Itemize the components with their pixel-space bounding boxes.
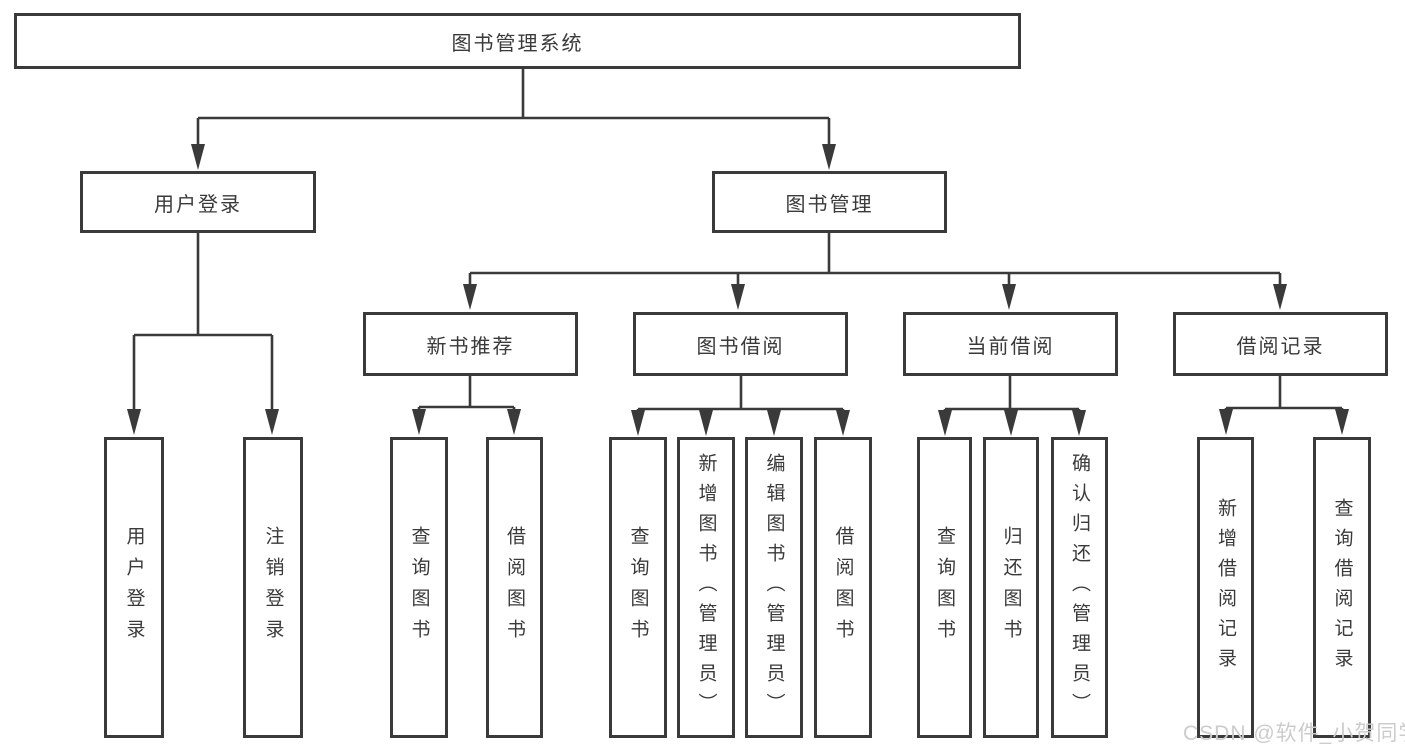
node-book-management: 图书管理 bbox=[712, 171, 947, 233]
node-new-book-recommendation: 新书推荐 bbox=[363, 312, 578, 376]
node-leaf-query-borrow-record: 查询借阅记录 bbox=[1313, 437, 1371, 738]
node-book-borrowing: 图书借阅 bbox=[633, 312, 848, 376]
node-leaf-user-login: 用户登录 bbox=[104, 437, 164, 738]
node-leaf-edit-books-admin: 编辑图书（管理员） bbox=[745, 437, 803, 738]
node-leaf-add-borrow-record: 新增借阅记录 bbox=[1197, 437, 1254, 738]
node-user-login: 用户登录 bbox=[80, 171, 316, 233]
node-current-borrowing: 当前借阅 bbox=[903, 312, 1118, 376]
node-leaf-confirm-return-admin: 确认归还（管理员） bbox=[1051, 437, 1108, 738]
watermark: CSDN @软件_小贺同学 bbox=[1183, 722, 1405, 745]
node-leaf-logout: 注销登录 bbox=[243, 437, 303, 738]
node-library-management-system: 图书管理系统 bbox=[14, 13, 1021, 69]
node-leaf-query-books-current: 查询图书 bbox=[917, 437, 972, 738]
node-leaf-borrow-books-recommend: 借阅图书 bbox=[486, 437, 543, 738]
node-leaf-add-books-admin: 新增图书（管理员） bbox=[677, 437, 735, 738]
node-leaf-query-books-recommend: 查询图书 bbox=[390, 437, 448, 738]
node-leaf-return-books: 归还图书 bbox=[983, 437, 1039, 738]
node-leaf-query-books-borrowing: 查询图书 bbox=[609, 437, 667, 738]
node-borrowing-records: 借阅记录 bbox=[1173, 312, 1388, 376]
node-leaf-borrow-books-borrowing: 借阅图书 bbox=[814, 437, 872, 738]
